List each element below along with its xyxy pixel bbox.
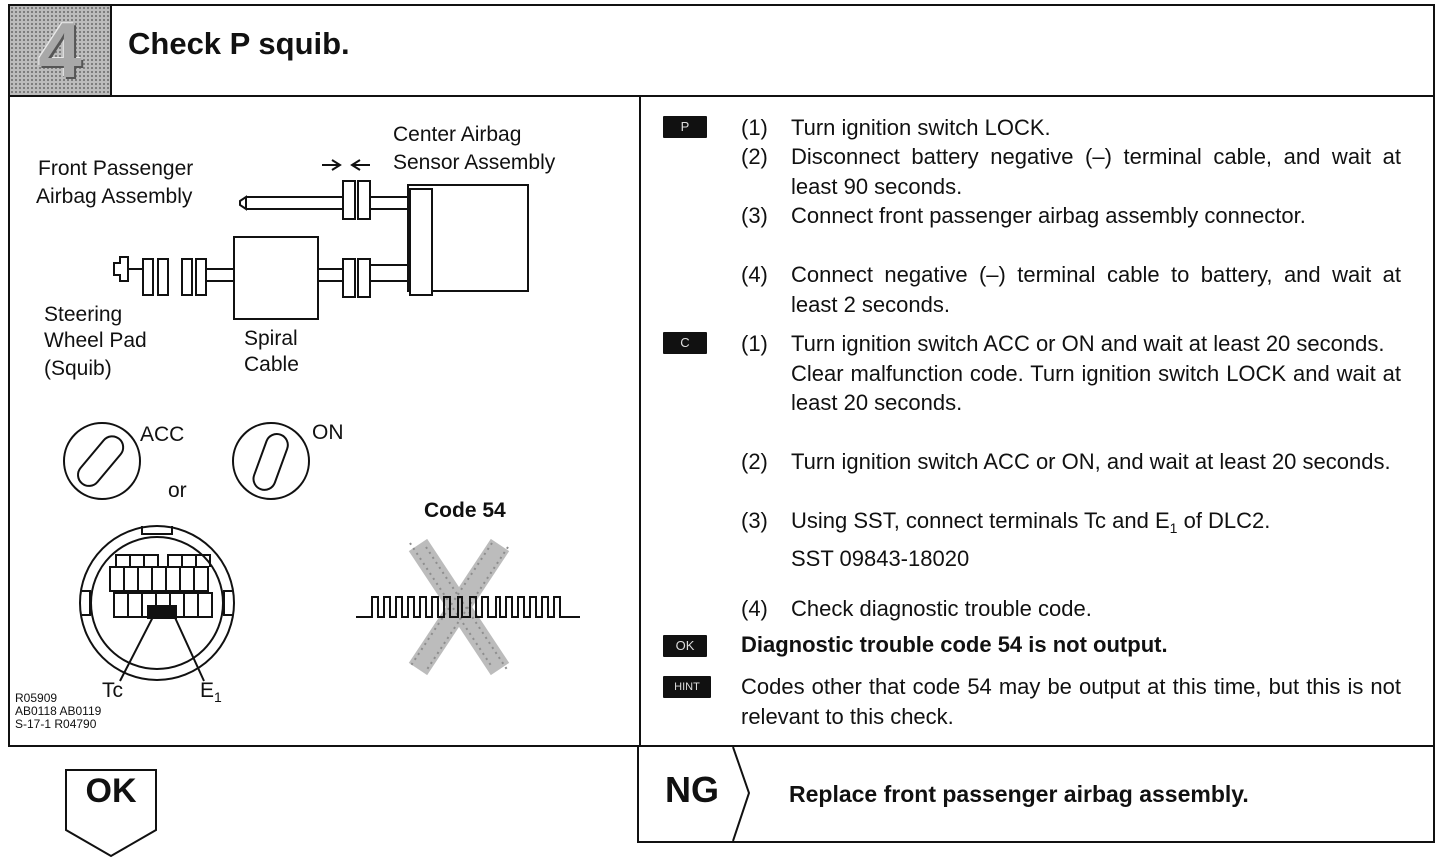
spiral-cable-box (233, 236, 319, 320)
label-spiral: Spiral (244, 327, 298, 350)
tag-hint: HINT (663, 676, 711, 698)
ignition-switch-acc (63, 422, 141, 500)
dlc2-connector (79, 525, 235, 681)
tag-ok: OK (663, 635, 707, 657)
ng-action-text: Replace front passenger airbag assembly. (789, 781, 1249, 807)
label-on: ON (312, 421, 344, 444)
squib-connector-c (181, 258, 193, 296)
ng-arrow-icon (732, 747, 751, 841)
step-header: 4 Check P squib. (8, 4, 1435, 97)
ok-result-label: OK (85, 772, 137, 810)
c-step-1: (1) Turn ignition switch ACC or ON and w… (741, 331, 1401, 415)
column-divider (639, 97, 641, 745)
ref-code: S-17-1 R04790 (15, 717, 97, 731)
main-panel: Center Airbag Sensor Assembly Front Pass… (8, 97, 1435, 747)
p-step-3: (3)Connect front passenger airbag assemb… (741, 203, 1306, 228)
ref-code: R05909 (15, 691, 58, 705)
ref-code: AB0118 AB0119 (15, 704, 102, 718)
center-sensor-box (407, 184, 529, 292)
step-number: 4 (38, 6, 82, 94)
code-54-waveform (356, 596, 580, 618)
c-step-3: (3) Using SST, connect terminals Tc and … (741, 508, 1271, 571)
ok-result-text: Diagnostic trouble code 54 is not output… (741, 632, 1168, 657)
c-step-2: (2)Turn ignition switch ACC or ON, and w… (741, 449, 1391, 474)
tag-p: P (663, 116, 707, 138)
step-number-box: 4 (10, 6, 112, 95)
label-code-54: Code 54 (424, 499, 506, 522)
tag-c: C (663, 332, 707, 354)
connect-arrows (322, 159, 370, 171)
label-acc: ACC (140, 423, 185, 446)
figure-reference-codes: R05909 AB0118 AB0119 S-17-1 R04790 (15, 692, 101, 731)
page-title: Check P squib. (128, 26, 350, 61)
passenger-harness (239, 195, 343, 211)
label-front-passenger: Front Passenger (38, 157, 194, 180)
spiral-connector-a (342, 258, 356, 298)
ignition-switch-on (232, 422, 310, 500)
label-cable: Cable (244, 353, 299, 376)
label-or: or (168, 479, 187, 502)
ng-label: NG (665, 769, 719, 810)
wiring-diagram (63, 159, 580, 682)
squib-connector-d (195, 258, 207, 296)
label-squib: (Squib) (44, 357, 112, 380)
label-wheel-pad: Wheel Pad (44, 329, 147, 352)
passenger-connector-b (357, 180, 371, 220)
p-step-1: (1)Turn ignition switch LOCK. (741, 115, 1051, 140)
wiring-figure: Center Airbag Sensor Assembly Front Pass… (10, 97, 639, 745)
instructions-panel: P (1)Turn ignition switch LOCK. (2)Disco… (641, 97, 1435, 745)
center-sensor-connector (409, 188, 433, 296)
ng-result-box: NG Replace front passenger airbag assemb… (637, 747, 1435, 843)
passenger-connector-a (342, 180, 356, 220)
ok-result-tab (65, 769, 157, 858)
label-e1: E1 (200, 679, 222, 705)
label-steering: Steering (44, 303, 123, 326)
p-step-2: (2)Disconnect battery negative (–) termi… (741, 144, 1401, 199)
c-step-4: (4)Check diagnostic trouble code. (741, 596, 1092, 621)
label-center-airbag: Center Airbag (393, 123, 522, 146)
p-step-4: (4)Connect negative (–) terminal cable t… (741, 262, 1401, 317)
spiral-connector-b (357, 258, 371, 298)
squib-plug (113, 256, 129, 282)
label-sensor-assembly: Sensor Assembly (393, 151, 556, 174)
hint-text: Codes other that code 54 may be output a… (741, 674, 1401, 729)
label-tc: Tc (102, 679, 123, 702)
label-airbag-assembly: Airbag Assembly (36, 185, 193, 208)
squib-connector-a (142, 258, 154, 296)
tc-e1-terminals (147, 605, 177, 619)
squib-connector-b (157, 258, 169, 296)
